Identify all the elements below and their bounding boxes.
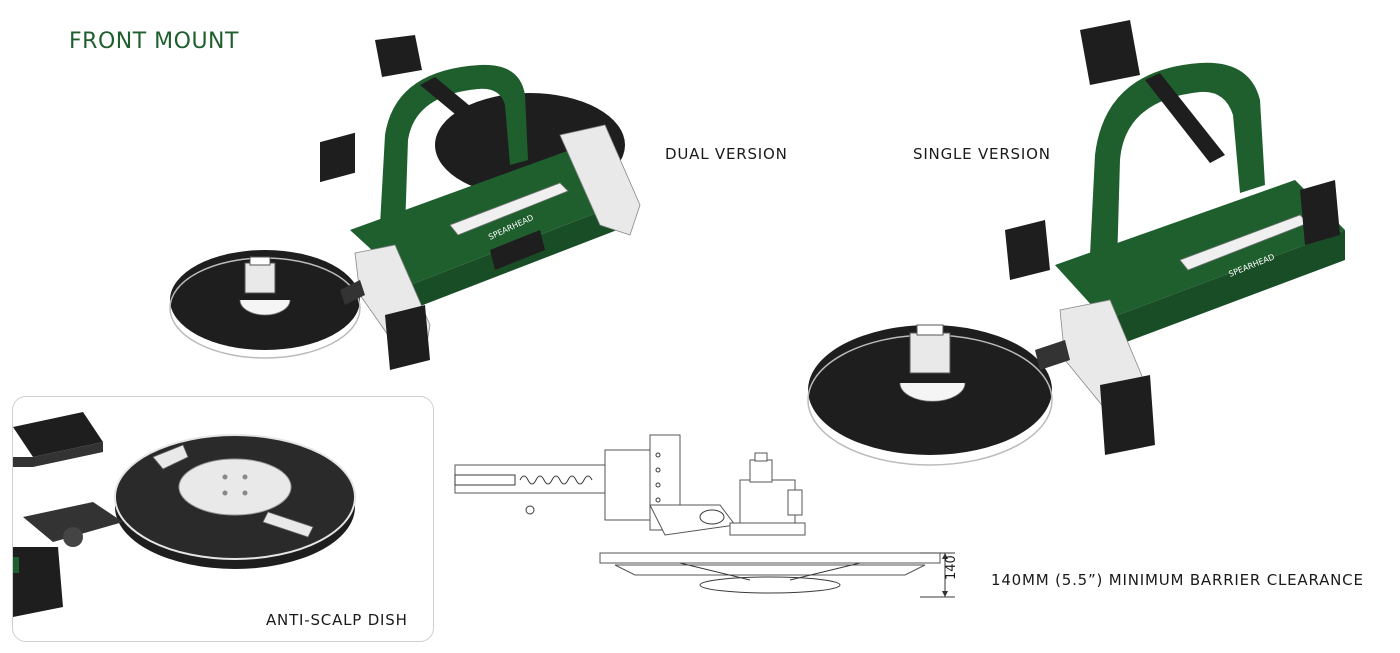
anti-scalp-dish-illustration — [13, 412, 356, 617]
dual-version-illustration: SPEARHEAD — [169, 35, 641, 370]
page-title: FRONT MOUNT — [69, 29, 239, 54]
anti-scalp-label: ANTI-SCALP DISH — [266, 611, 408, 629]
side-view-drawing — [454, 434, 955, 598]
clearance-label: 140MM (5.5”) MINIMUM BARRIER CLEARANCE — [991, 571, 1364, 589]
single-version-label: SINGLE VERSION — [913, 145, 1051, 163]
dual-version-label: DUAL VERSION — [665, 145, 788, 163]
dimension-value: 140 — [944, 555, 959, 580]
single-version-illustration: SPEARHEAD — [807, 20, 1345, 466]
anti-scalp-inset: ANTI-SCALP DISH — [12, 396, 434, 642]
